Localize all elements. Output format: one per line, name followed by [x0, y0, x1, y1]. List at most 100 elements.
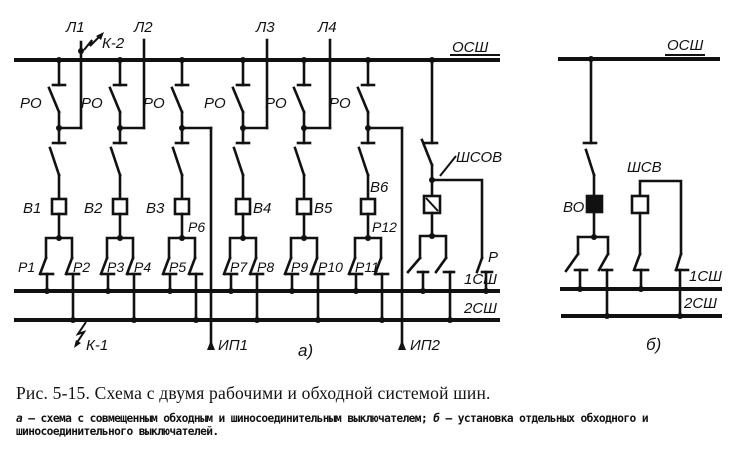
line-l3-label: Л3 — [255, 19, 275, 36]
bay-4-breaker[interactable] — [234, 197, 252, 216]
bay-4-bus2-disc-blade[interactable] — [248, 256, 258, 276]
bay-5-bus1-disc-label: Р9 — [291, 259, 308, 275]
vo-disc-2-blade[interactable] — [597, 252, 610, 272]
disconnector-p-blade[interactable] — [475, 256, 484, 274]
panel-b-label: б) — [646, 335, 661, 354]
ip1-arrow-icon — [207, 340, 215, 350]
bay-2-ro-blade[interactable] — [108, 86, 122, 114]
bay-5-bus1-disc-blade[interactable] — [283, 256, 293, 276]
shsv-loop — [638, 179, 683, 256]
shsov-disc-1-blade[interactable] — [406, 256, 422, 274]
bypass-breaker-vo[interactable] — [585, 194, 604, 214]
bay-4-bus2-node — [254, 317, 260, 323]
bay-1-breaker[interactable] — [50, 197, 68, 216]
bay-6-breaker-label: В6 — [370, 179, 389, 196]
bay-3-bus1-disc-blade[interactable] — [161, 256, 171, 276]
line-l2-label: Л2 — [133, 19, 153, 36]
disconnector-p-node — [483, 288, 489, 294]
bay-6-ro-label: РО — [329, 95, 351, 112]
shsov-disc-2-node — [447, 317, 453, 323]
vo-fork — [576, 235, 610, 256]
vo-disconnector-blade[interactable] — [584, 148, 596, 177]
bay-4-bus1-disc-label: Р7 — [230, 259, 248, 275]
bay-1-ro-blade[interactable] — [47, 86, 61, 114]
caption-b-text: — установка отдельных обходного и шиносо… — [16, 412, 649, 438]
shsv-disc-1-node — [638, 286, 644, 292]
bay-6-bus2-disc-blade[interactable] — [373, 256, 383, 276]
combined-breaker-label: ШСОВ — [456, 149, 502, 166]
bay-1-ro-label: РО — [20, 95, 42, 112]
bay-3-ro-blade[interactable] — [170, 86, 184, 114]
bay-3-line-disc-blade[interactable] — [171, 146, 184, 177]
vo-disc-1-node — [577, 286, 583, 292]
source-ip2-label: ИП2 — [410, 337, 441, 354]
bus-1-a-label: 1СШ — [464, 271, 497, 288]
bay-4-bus2-disc-label: Р8 — [257, 259, 274, 275]
bay-5-breaker[interactable] — [295, 197, 313, 216]
shsov-loop — [430, 178, 484, 260]
vo-disc-2-node — [604, 313, 610, 319]
bus-1-b-label: 1СШ — [689, 268, 722, 285]
bus-coupler-label: ШСВ — [627, 159, 662, 176]
bay-2-bus1-disc-label: Р3 — [107, 259, 124, 275]
fault-k1-arrowhead-icon — [74, 340, 81, 348]
bay-1-bus1-disc-blade[interactable] — [38, 256, 48, 276]
shsov-disconnector-blade[interactable] — [420, 138, 434, 167]
bay-2-breaker[interactable] — [111, 197, 129, 216]
bay-1-line-disc-blade[interactable] — [48, 146, 61, 177]
bay-4-ro-label: РО — [204, 95, 226, 112]
bay-2-breaker-label: В2 — [84, 200, 103, 217]
bay-4-line-disc-blade[interactable] — [232, 146, 245, 177]
bay-6-breaker[interactable] — [359, 197, 377, 216]
panel-a-label: а) — [298, 341, 313, 360]
bay-2-bus1-disc-blade[interactable] — [99, 256, 109, 276]
caption-title: Рис. 5-15. Схема с двумя рабочими и обхо… — [16, 383, 491, 403]
bay-1-bus1-node — [44, 288, 50, 294]
bay-3-bus2-disc-label: Р6 — [188, 219, 205, 235]
bypass-bus-a-label: ОСШ — [452, 39, 489, 56]
fault-k2-arrowhead-icon — [96, 32, 104, 40]
shsv-disc-2-blade[interactable] — [674, 252, 683, 272]
bay-1-fork — [44, 236, 74, 260]
bay-2-fork — [105, 236, 135, 260]
caption-a-text: — схема с совмещенным обходным и шиносое… — [22, 412, 434, 425]
bay-5-breaker-label: В5 — [314, 200, 333, 217]
bay-4-bus1-node — [228, 288, 234, 294]
bay-2-bus2-disc-label: Р4 — [134, 259, 151, 275]
bay-6-ro-blade[interactable] — [356, 86, 370, 114]
fault-k1-label: К-1 — [86, 337, 108, 354]
bay-3-bus1-node — [167, 288, 173, 294]
bay-5-line-disc-blade[interactable] — [293, 146, 306, 177]
caption-description: а — схема с совмещенным обходным и шинос… — [16, 412, 726, 438]
bay-2-bus2-disc-blade[interactable] — [125, 256, 135, 276]
shsov-disc-2-blade[interactable] — [434, 256, 448, 274]
bay-6-bus1-disc-blade[interactable] — [347, 256, 357, 276]
shsov-disc-1-node — [420, 288, 426, 294]
bay-5-bus2-node — [315, 317, 321, 323]
caption-a-letter: а — [16, 412, 23, 425]
shsv-disc-1-blade[interactable] — [632, 252, 642, 272]
bay-5-bus2-disc-blade[interactable] — [309, 256, 319, 276]
bay-3-bus2-disc-blade[interactable] — [187, 256, 197, 276]
bay-2-bus2-node — [131, 317, 137, 323]
bay-1-bus1-disc-label: Р1 — [18, 259, 35, 275]
bypass-breaker-label: ВО — [563, 199, 585, 216]
bus-2-a-label: 2СШ — [463, 300, 497, 317]
bus-coupler-shsv[interactable] — [630, 194, 650, 215]
bay-5-ro-blade[interactable] — [292, 86, 306, 114]
bay-2-line-disc-blade[interactable] — [109, 146, 122, 177]
figure-caption: Рис. 5-15. Схема с двумя рабочими и обхо… — [16, 383, 726, 438]
bay-1-bus2-disc-blade[interactable] — [64, 256, 74, 276]
vo-disc-1-blade[interactable] — [564, 252, 580, 273]
bay-6-line-disc-blade[interactable] — [357, 146, 370, 177]
ip2-arrow-icon — [398, 340, 406, 350]
bay-4-bus1-disc-blade[interactable] — [222, 256, 232, 276]
bypass-bus-b-label: ОСШ — [667, 37, 704, 54]
bay-3-breaker[interactable] — [173, 197, 191, 216]
fault-k1-lightning-icon — [75, 321, 87, 345]
bay-6-fork — [353, 236, 383, 260]
shsov-fork — [418, 234, 448, 260]
bay-6-bus1-node — [353, 288, 359, 294]
bay-4-ro-blade[interactable] — [231, 86, 245, 114]
